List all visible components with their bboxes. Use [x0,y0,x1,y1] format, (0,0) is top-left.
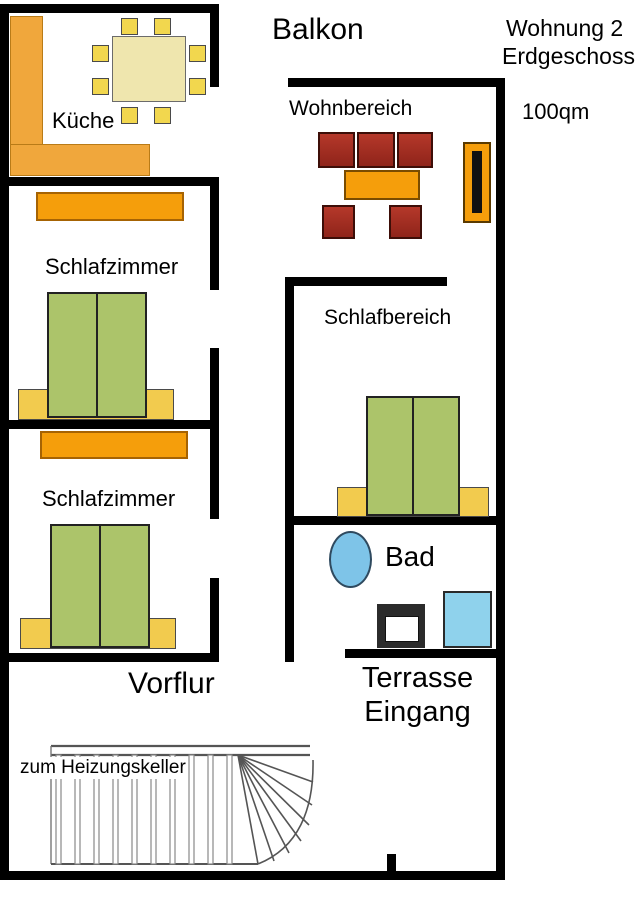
apartment-title-line2: Erdgeschoss [502,43,635,69]
wall-outer-bottom [0,871,505,880]
shower [443,591,492,648]
wardrobe [40,431,188,459]
sofa-seat [357,132,395,168]
kitchen-chair [154,107,171,124]
double-bed [47,292,147,418]
room-label-schlafzimmer-unten: Schlafzimmer [42,486,176,511]
sofa-seat [318,132,355,168]
wall-bath-top [285,516,505,525]
wall-outer-left [0,4,9,880]
terrasse-line: Terrasse [361,662,474,694]
armchair [322,205,355,239]
wall-bath-bottom [345,649,505,658]
kitchen-chair [121,107,138,124]
eingang-line: Eingang [364,696,471,728]
kitchen-chair [92,78,109,95]
room-label-schlafzimmer-oben: Schlafzimmer [45,254,179,279]
wall-corridor-e [210,578,219,662]
armchair [389,205,422,239]
room-label-vorflur: Vorflur [128,667,215,700]
tv-screen [472,151,482,213]
kitchen-chair [189,45,206,62]
sofa-seat [397,132,433,168]
kitchen-chair [189,78,206,95]
wall-kitchen-bottom [0,177,219,186]
staircase-to-basement [50,744,314,865]
kitchen-counter-horizontal [10,144,150,176]
room-label-schlafbereich: Schlafbereich [324,306,452,329]
wall-corridor-d [210,420,219,519]
coffee-table [344,170,420,200]
toilet [377,604,425,648]
double-bed [366,396,460,516]
wall-corridor-c [210,348,219,429]
wall-bedroom-divider [0,420,219,429]
wardrobe [36,192,184,221]
room-label-terrasse-eingang: Terrasse Eingang [340,661,495,729]
kitchen-chair [121,18,138,35]
room-label-balkon: Balkon [272,13,364,46]
kitchen-chair [154,18,171,35]
wall-sleeping-left [285,277,294,662]
apartment-title-line1: Wohnung 2 [506,15,624,41]
bathtub-oval [329,531,372,588]
wall-corridor-a [210,4,219,87]
kitchen-chair [92,45,109,62]
door-marker [387,854,396,871]
wall-outer-right [496,78,505,880]
wall-balcony-bottom [288,78,505,87]
wall-sleeping-top [285,277,447,286]
apartment-area: 100qm [522,99,590,124]
room-label-kueche: Küche [52,108,115,133]
wall-outer-top [0,4,219,13]
stairs-label: zum Heizungskeller [18,757,188,779]
wall-corridor-b [210,177,219,290]
wall-vorflur-top [0,653,219,662]
room-label-wohnbereich: Wohnbereich [289,97,413,120]
room-label-bad: Bad [385,541,435,572]
double-bed [50,524,150,648]
kitchen-table [112,36,186,102]
